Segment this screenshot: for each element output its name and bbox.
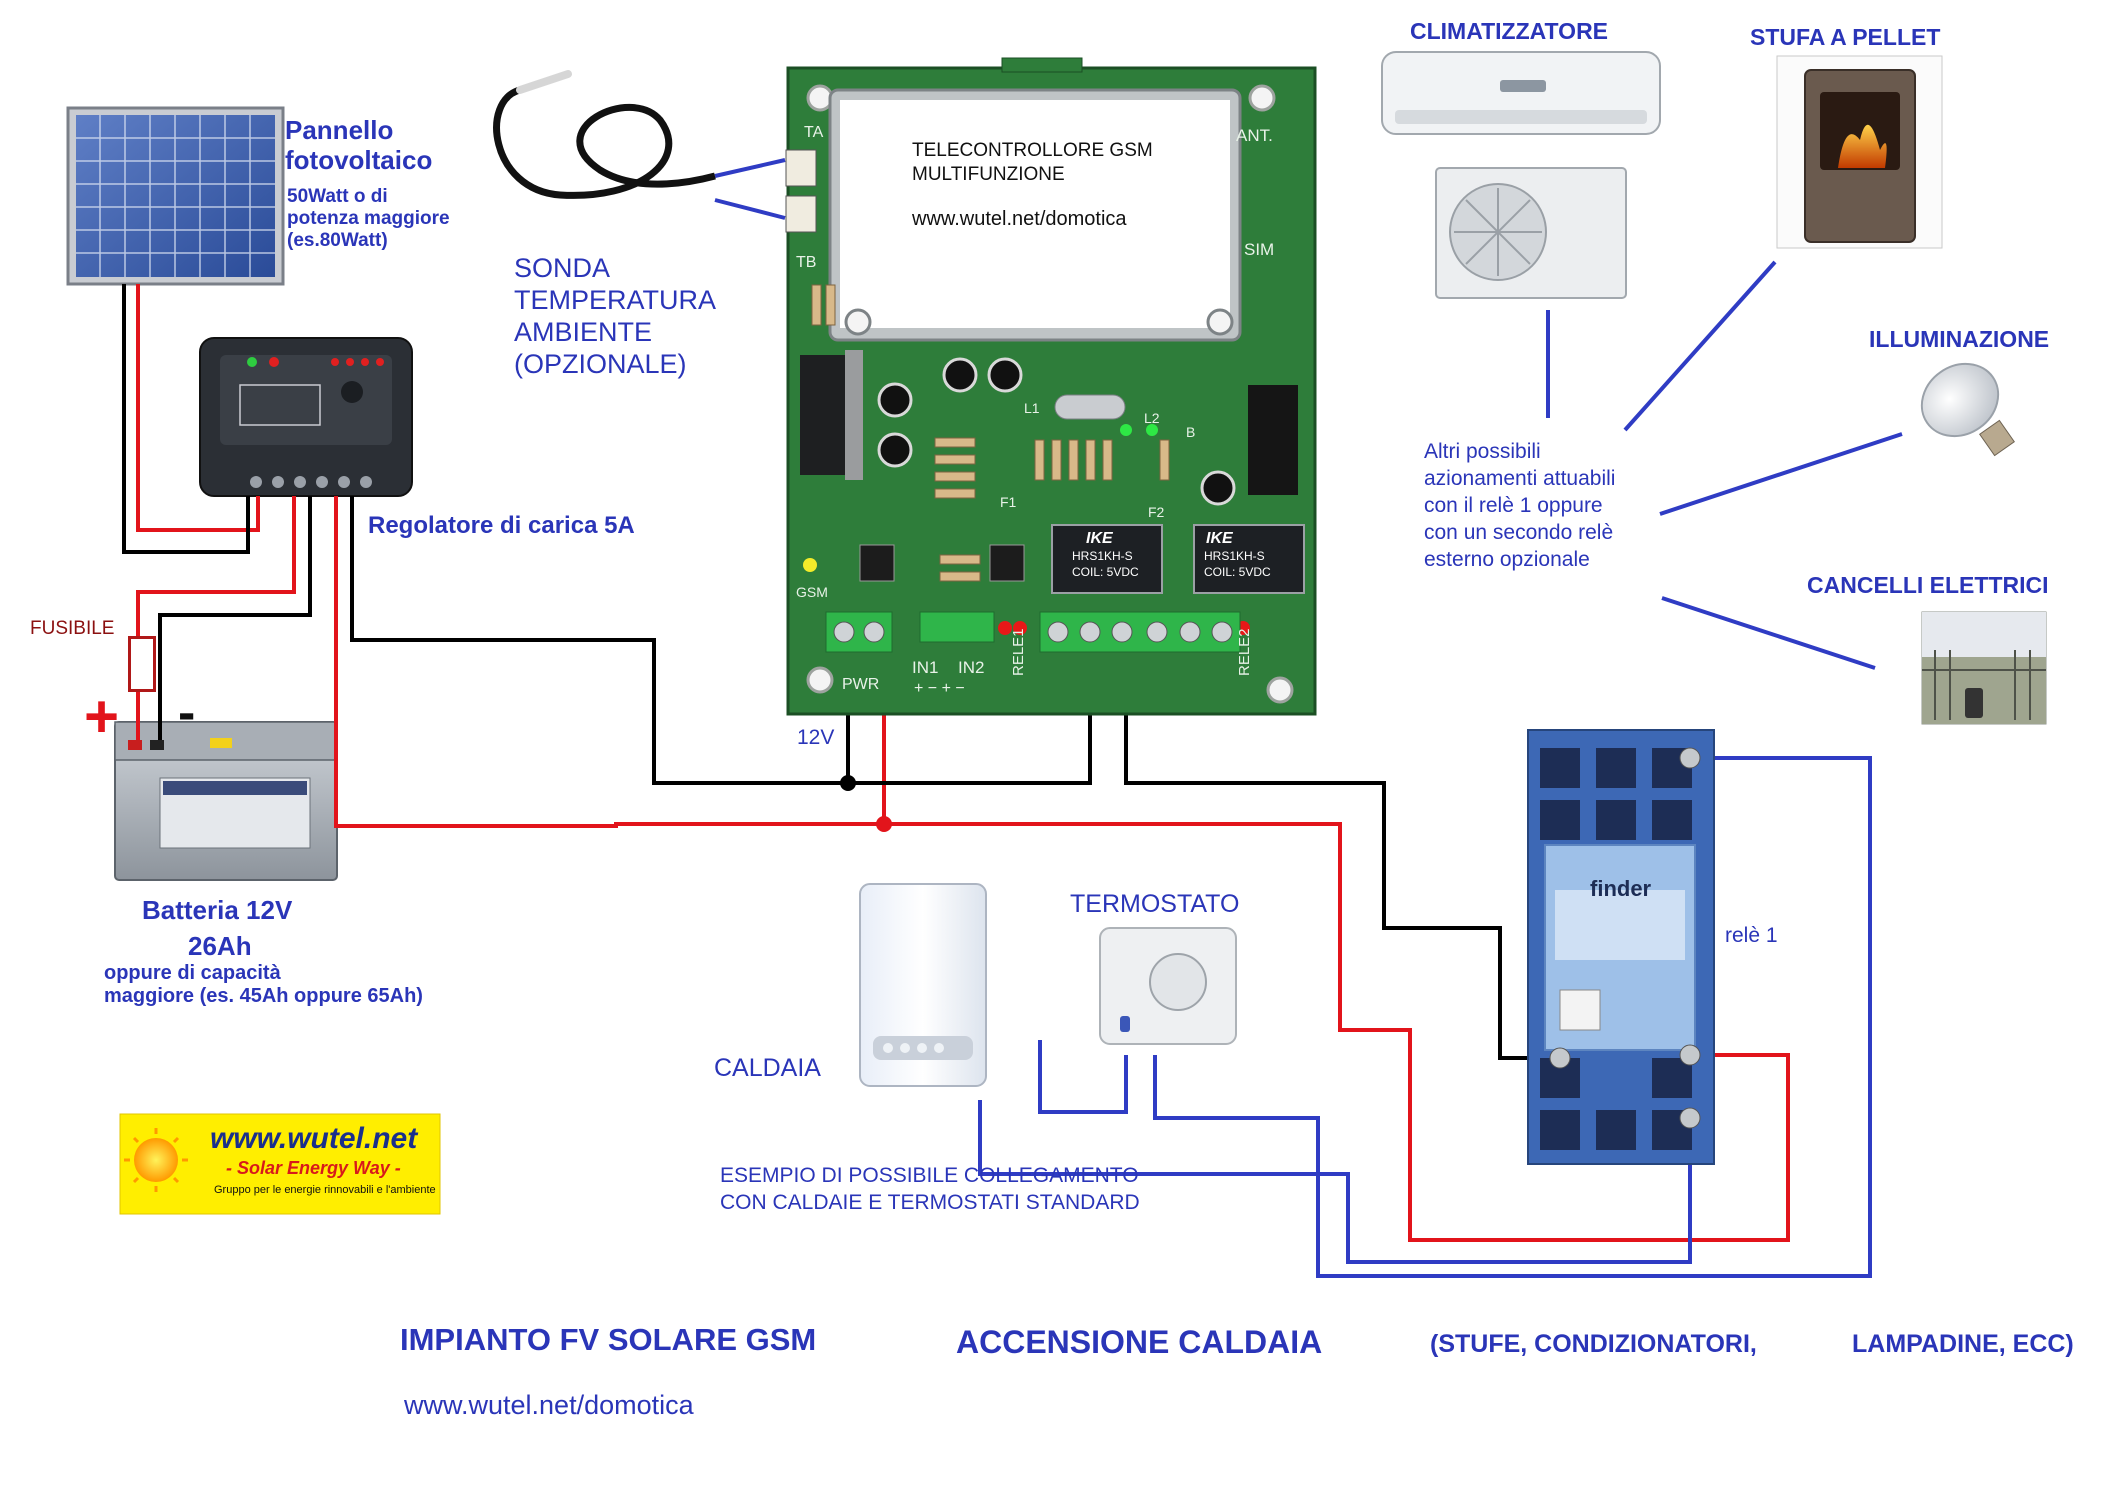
blue-wires	[714, 158, 1903, 1278]
board-relay1-coil: COIL: 5VDC	[1072, 565, 1139, 579]
relay-label: relè 1	[1725, 924, 1778, 947]
lighting-label: ILLUMINAZIONE	[1869, 326, 2050, 352]
battery	[114, 721, 338, 881]
pin-gsm: GSM	[796, 584, 828, 600]
pin-f1: F1	[1000, 494, 1017, 510]
main-title-part3: (STUFE, CONDIZIONATORI,	[1430, 1330, 1757, 1358]
black-wires	[122, 284, 1560, 1060]
pin-b: B	[1186, 424, 1196, 440]
logo-url: www.wutel.net	[210, 1122, 418, 1155]
board-title-line1: TELECONTROLLORE GSM	[912, 140, 1153, 161]
battery-subtitle: oppure di capacità maggiore (es. 45Ah op…	[104, 962, 423, 1007]
gates-label: CANCELLI ELETTRICI	[1807, 572, 2049, 598]
pin-f2: F2	[1148, 504, 1165, 520]
thermostat-label: TERMOSTATO	[1070, 890, 1240, 918]
pin-rele1: RELE1	[1010, 628, 1027, 676]
logo-slogan: - Solar Energy Way -	[226, 1158, 401, 1178]
pin-in2: IN2	[958, 658, 985, 677]
finder-brand: finder	[1590, 876, 1652, 901]
board-relay2-brand: IKE	[1206, 530, 1233, 547]
battery-plus: +	[84, 683, 120, 750]
example-note: ESEMPIO DI POSSIBILE COLLEGAMENTO CON CA…	[720, 1164, 1140, 1214]
board-title-line2: MULTIFUNZIONE	[912, 164, 1065, 185]
thermostat	[1099, 927, 1237, 1045]
charge-regulator	[199, 337, 413, 497]
junction-red	[876, 816, 892, 832]
pin-sim: SIM	[1244, 240, 1275, 259]
stove-label: STUFA A PELLET	[1750, 24, 1941, 50]
panel-title: Pannello fotovoltaico	[285, 115, 433, 175]
pin-pwr: PWR	[842, 676, 880, 693]
air-conditioner	[1381, 51, 1661, 299]
pin-rele2: RELE2	[1236, 628, 1253, 676]
fuse-label: FUSIBILE	[30, 618, 115, 639]
junction-black	[840, 775, 856, 791]
logo-tagline: Gruppo per le energie rinnovabili e l'am…	[214, 1184, 436, 1196]
board-relay2-model: HRS1KH-S	[1204, 549, 1265, 563]
solar-panel	[66, 106, 285, 286]
main-title-part4: LAMPADINE, ECC)	[1852, 1330, 2074, 1358]
boiler	[859, 883, 987, 1087]
pin-l1: L1	[1024, 400, 1040, 416]
battery-title: Batteria 12V	[142, 895, 293, 925]
main-title-part2: ACCENSIONE CALDAIA	[956, 1324, 1323, 1360]
gsm-board	[785, 57, 1317, 716]
finder-relay	[1527, 729, 1715, 1165]
board-url: www.wutel.net/domotica	[912, 208, 1127, 230]
pin-tb: TB	[796, 254, 817, 271]
temperature-sensor	[493, 70, 716, 199]
ac-label: CLIMATIZZATORE	[1410, 18, 1609, 44]
battery-minus: -	[178, 684, 196, 742]
footer-url: www.wutel.net/domotica	[404, 1390, 694, 1420]
voltage-label: 12V	[797, 726, 835, 749]
regulator-label: Regolatore di carica 5A	[368, 512, 635, 539]
battery-capacity: 26Ah	[188, 931, 252, 961]
pin-ta: TA	[804, 124, 824, 141]
pin-polarity: + − + −	[914, 680, 965, 697]
wutel-logo	[119, 1113, 441, 1215]
board-relay2-coil: COIL: 5VDC	[1204, 565, 1271, 579]
main-title-part1: IMPIANTO FV SOLARE GSM	[400, 1322, 817, 1357]
sensor-label: SONDA TEMPERATURA AMBIENTE (OPZIONALE)	[514, 253, 717, 379]
board-relay1-model: HRS1KH-S	[1072, 549, 1133, 563]
pin-in1: IN1	[912, 658, 939, 677]
light-bulb	[1920, 362, 2015, 457]
boiler-label: CALDAIA	[714, 1054, 821, 1082]
electric-gate	[1921, 611, 2047, 725]
panel-subtitle: 50Watt o di potenza maggiore (es.80Watt)	[287, 186, 450, 251]
pin-ant: ANT.	[1236, 126, 1273, 145]
board-relay1-brand: IKE	[1086, 530, 1113, 547]
pellet-stove	[1776, 55, 1943, 249]
pin-l2: L2	[1144, 410, 1160, 426]
other-actions-note: Altri possibili azionamenti attuabili co…	[1424, 440, 1616, 571]
fuse	[128, 636, 156, 692]
